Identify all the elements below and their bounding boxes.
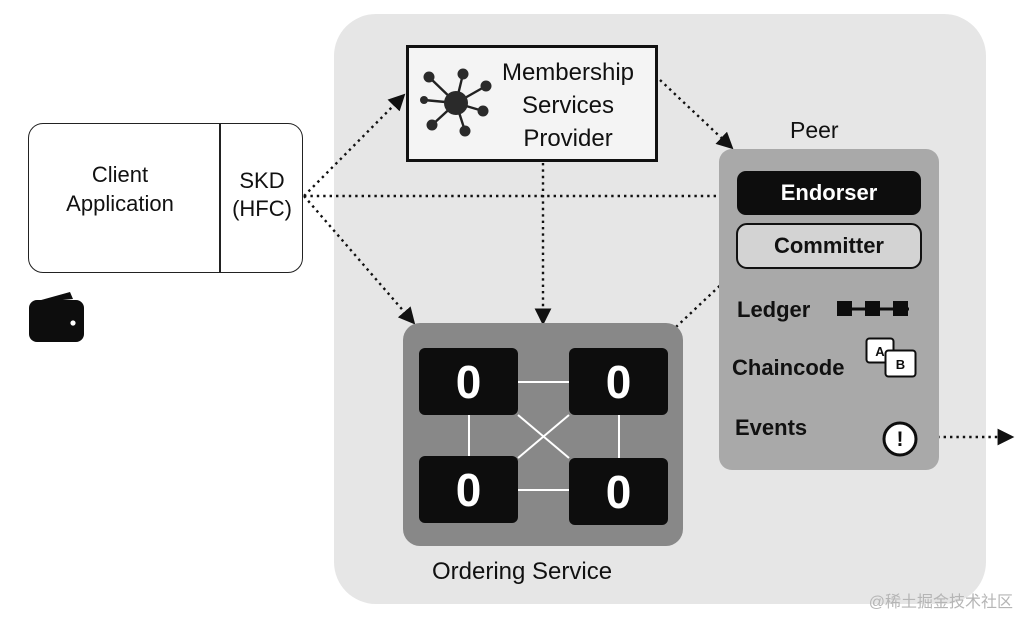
orderer-node: 0 <box>419 348 518 415</box>
ordering-service-label: Ordering Service <box>432 558 613 585</box>
chaincode-icon-letter-b: B <box>896 357 905 372</box>
network-hub-icon <box>420 68 492 137</box>
chaincode-icon-letter-a: A <box>875 344 885 359</box>
document-ab-icon: A B <box>865 337 917 378</box>
sdk-label: SKD (HFC) <box>222 167 302 223</box>
orderer-node: 0 <box>569 348 668 415</box>
chaincode-label: Chaincode <box>732 355 845 380</box>
alert-symbol: ! <box>897 428 904 451</box>
msp-label-line3: Provider <box>523 125 613 152</box>
endorser-pill: Endorser <box>737 171 921 215</box>
msp-label-line1: Membership <box>501 59 635 86</box>
events-label: Events <box>735 415 808 440</box>
client-application-box <box>28 123 303 273</box>
arrow-sdk-to-ordering <box>303 195 416 325</box>
client-label-line1: Client <box>91 162 149 187</box>
ledger-label: Ledger <box>737 297 811 322</box>
orderer-node: 0 <box>419 456 518 523</box>
wallet-icon <box>29 292 84 342</box>
client-sdk-divider <box>219 123 221 273</box>
peer-title: Peer <box>790 117 839 143</box>
chain-blocks-icon <box>837 301 909 316</box>
sdk-label-line2: (HFC) <box>232 196 292 221</box>
committer-pill: Committer <box>736 223 922 269</box>
client-application-label: Client Application <box>40 160 200 218</box>
msp-label-line2: Services <box>521 92 615 119</box>
msp-label: Membership Services Provider <box>482 56 654 155</box>
orderer-node: 0 <box>569 458 668 525</box>
watermark-text: @稀土掘金技术社区 <box>868 594 1013 611</box>
sdk-label-line1: SKD <box>239 168 285 193</box>
client-label-line2: Application <box>66 191 174 216</box>
arrow-sdk-to-msp <box>303 93 406 197</box>
alert-circle-icon: ! <box>882 421 918 457</box>
